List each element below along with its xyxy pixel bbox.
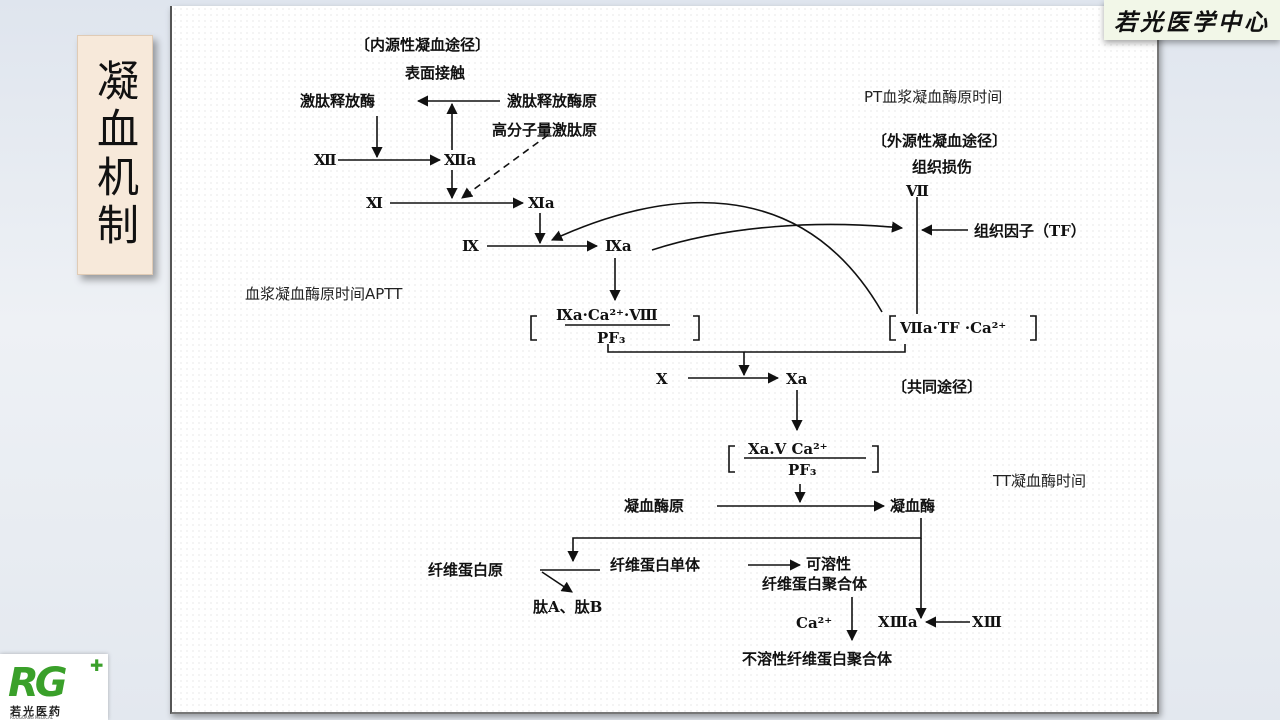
- label-fibrinogen: 纤维蛋白原: [428, 561, 503, 579]
- bracket-right-tenase: [693, 315, 700, 341]
- diagram-card: [170, 6, 1159, 714]
- label-tissue-damage: 组织损伤: [912, 158, 972, 176]
- label-common-header: 〔共同途径〕: [892, 378, 982, 396]
- label-pf3-a: PF₃: [597, 329, 626, 347]
- plus-icon: ✚: [90, 656, 104, 675]
- bracket-left-tenase: [530, 315, 537, 341]
- label-pf3-b: PF₃: [788, 461, 817, 479]
- label-intrinsic-header: 〔内源性凝血途径〕: [355, 36, 490, 54]
- label-f11: Ⅺ: [366, 194, 383, 212]
- label-insoluble: 不溶性纤维蛋白聚合体: [742, 650, 893, 668]
- label-f13: ⅩⅢ: [972, 613, 1002, 631]
- arrow-to-peptides: [541, 571, 573, 593]
- arrow-thrombin-to-fibrinogen: [567, 518, 922, 563]
- label-soluble-1: 可溶性: [806, 555, 851, 573]
- label-f10a: Xa: [786, 370, 808, 388]
- label-f11a: Ⅺa: [528, 194, 555, 212]
- label-prothrombinase: Xa.V Ca²⁺: [748, 440, 828, 458]
- label-fibrin-monomer: 纤维蛋白单体: [610, 556, 701, 574]
- bracket-right-prothrombinase: [872, 445, 879, 473]
- bracket-left-prothrombinase: [728, 445, 735, 473]
- label-thrombin: 凝血酶: [890, 497, 935, 515]
- label-f10: X: [656, 370, 668, 388]
- label-calcium: Ca²⁺: [796, 614, 832, 632]
- brand-text: 若光医学中心: [1114, 9, 1270, 36]
- label-f7: Ⅶ: [905, 182, 929, 200]
- label-prothrombin: 凝血酶原: [624, 497, 684, 515]
- label-tenase: Ⅸa·Ca²⁺·Ⅷ: [556, 306, 658, 324]
- label-f13a: ⅩⅢa: [878, 613, 918, 631]
- company-logo: RG ✚ 若光医药 RUOGUANG MEDICAL: [0, 654, 108, 720]
- label-prekallikrein: 激肽释放酶原: [507, 92, 597, 110]
- label-f7-complex: Ⅶa·TF ·Ca²⁺: [899, 319, 1006, 337]
- annotation-tt: TT凝血酶时间: [993, 472, 1087, 490]
- slide-title: 凝血机制: [90, 59, 140, 251]
- logo-name: 若光医药: [10, 705, 62, 718]
- label-peptides: 肽A、肽B: [533, 598, 602, 616]
- label-f12: Ⅻ: [314, 151, 337, 169]
- brand-banner: 若光医学中心: [1104, 0, 1280, 40]
- label-tissue-factor: 组织因子（TF）: [974, 222, 1086, 240]
- logo-mark: RG: [8, 660, 68, 706]
- arrow-hmwk-dashed: [461, 134, 549, 199]
- label-hmwk: 高分子量激肽原: [492, 121, 597, 139]
- annotation-pt: PT血浆凝血酶原时间: [864, 88, 1003, 106]
- label-soluble-2: 纤维蛋白聚合体: [762, 575, 868, 593]
- arrow-viia-to-ix: [550, 201, 883, 313]
- label-kallikrein: 激肽释放酶: [300, 92, 375, 110]
- bracket-left-viia: [889, 315, 896, 341]
- label-f12a: Ⅻa: [444, 151, 477, 169]
- label-surface-contact: 表面接触: [405, 64, 465, 82]
- annotation-aptt: 血浆凝血酶原时间APTT: [245, 285, 403, 303]
- arrow-ixa-to-vii: [651, 221, 904, 251]
- label-extrinsic-header: 〔外源性凝血途径〕: [872, 132, 1007, 150]
- label-f9: Ⅸ: [462, 237, 479, 255]
- slide-title-box: 凝血机制: [77, 35, 153, 275]
- join-line-to-common: [607, 344, 906, 353]
- bracket-right-viia: [1030, 315, 1037, 341]
- logo-subtitle: RUOGUANG MEDICAL: [10, 715, 53, 720]
- label-f9a: Ⅸa: [605, 237, 632, 255]
